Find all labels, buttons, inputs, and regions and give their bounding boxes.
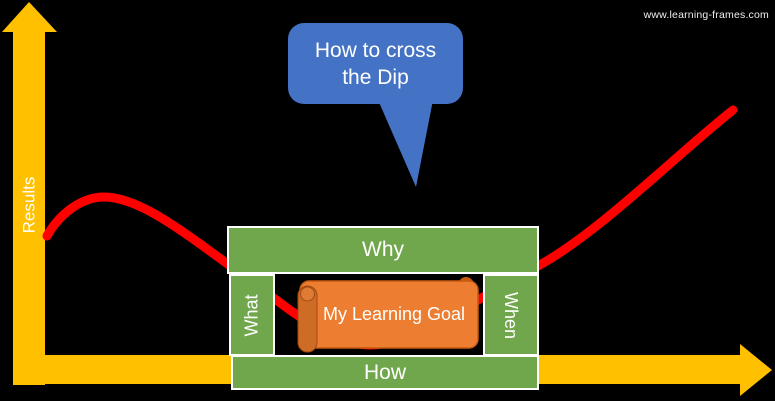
scroll-body <box>299 280 479 349</box>
speech-bubble-tail <box>378 100 433 187</box>
frame-how-box <box>231 355 539 390</box>
y-axis-shaft <box>13 28 45 385</box>
frame-when-box <box>483 274 539 356</box>
y-axis-arrowhead-icon <box>2 2 57 32</box>
x-axis-arrowhead-icon <box>740 344 772 396</box>
scroll-left-roll <box>297 285 318 353</box>
scroll-roll-knob <box>300 286 315 302</box>
speech-bubble <box>288 23 463 104</box>
frame-why-box <box>227 226 539 274</box>
frame-what-box <box>229 274 275 356</box>
watermark-url: www.learning-frames.com <box>643 9 769 21</box>
